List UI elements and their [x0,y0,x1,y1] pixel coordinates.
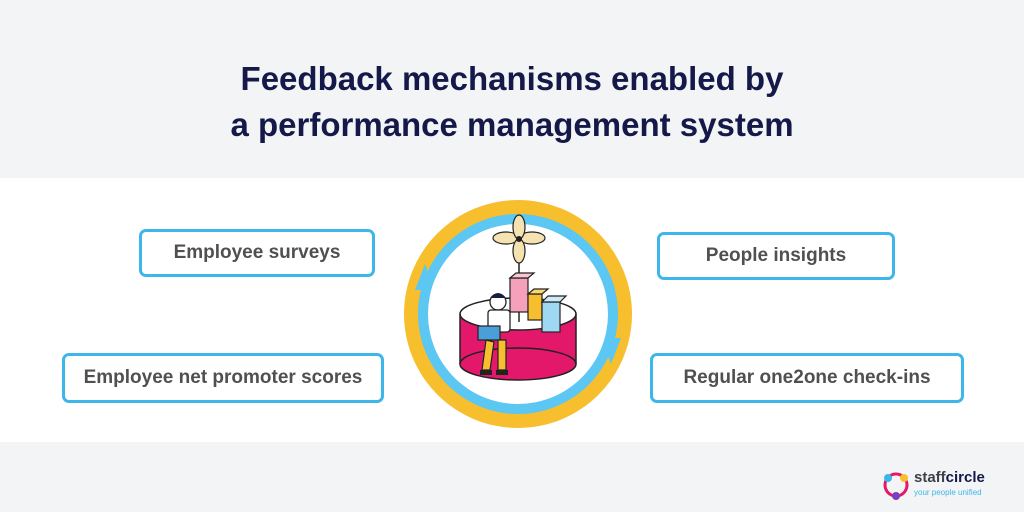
box-employee-net-promoter-scores: Employee net promoter scores [62,353,384,403]
logo-name-part2: circle [945,469,985,486]
logo-wordmark: staffcircle [914,470,985,486]
page-title: Feedback mechanisms enabled by a perform… [0,56,1024,148]
title-line-2: a performance management system [230,106,794,143]
ring-arrow-right-icon [601,338,621,364]
box-employee-surveys: Employee surveys [139,229,375,277]
footer-band [0,442,1024,512]
box-regular-one2one-check-ins: Regular one2one check-ins [650,353,964,403]
person-with-laptop [477,293,511,375]
logo-tagline: your people unified [914,488,982,497]
bar-blocks [508,272,568,333]
title-line-1: Feedback mechanisms enabled by [240,60,784,97]
staffcircle-logo-icon [883,472,909,500]
box-people-insights: People insights [657,232,895,280]
center-illustration [404,200,632,428]
ring-arrow-left-icon [415,264,435,290]
header-band [0,0,1024,178]
logo-name-part1: staff [914,469,946,486]
